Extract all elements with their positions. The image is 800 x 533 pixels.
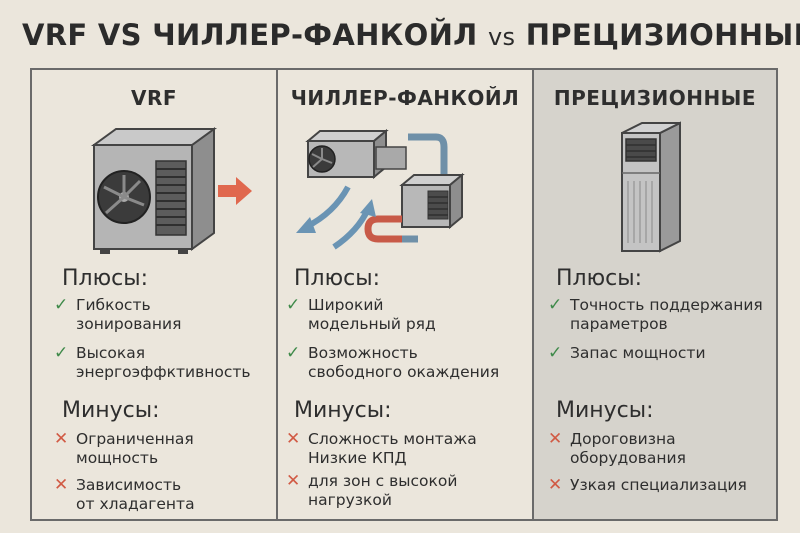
con-item: ✕ Узкая специализация (548, 475, 747, 495)
cross-icon: ✕ (548, 429, 563, 449)
pro-item: ✓ Запас мощности (548, 343, 706, 363)
pros-heading: Плюсы: (294, 266, 381, 291)
pros-heading: Плюсы: (556, 266, 643, 291)
pro-item: ✓ Гибкость зонирования (54, 295, 182, 334)
title-vs: vs (487, 23, 516, 51)
cross-icon: ✕ (286, 429, 301, 449)
checkmark-icon: ✓ (286, 295, 301, 315)
pros-heading: Плюсы: (62, 266, 149, 291)
con-item: ✕ для зон с высокой нагрузкой (286, 471, 458, 510)
checkmark-icon: ✓ (548, 295, 563, 315)
checkmark-icon: ✓ (54, 343, 69, 363)
column-title: VRF (130, 86, 178, 110)
chiller-fancoil-illustration (278, 115, 532, 255)
con-item: ✕ Ограниченная мощность (54, 429, 194, 468)
vrf-outdoor-unit-illustration (32, 115, 276, 255)
con-item: ✕ Зависимость от хладагента (54, 475, 195, 514)
column-chiller-fancoil: ЧИЛЛЕР-ФАНКОЙЛ (278, 70, 534, 519)
title-part2: ПРЕЦИЗИОННЫЕ (525, 18, 800, 52)
con-item: ✕ Дороговизна оборудования (548, 429, 686, 468)
column-precision: ПРЕЦИЗИОННЫЕ (534, 70, 776, 519)
page-title: VRF VS ЧИЛЛЕР-ФАНКОЙЛ vs ПРЕЦИЗИОННЫЕ (22, 18, 800, 52)
cons-heading: Минусы: (556, 398, 654, 423)
precision-cabinet-illustration (534, 115, 776, 255)
con-item: ✕ Сложность монтажа Низкие КПД (286, 429, 477, 468)
column-title: ПРЕЦИЗИОННЫЕ (553, 86, 757, 110)
checkmark-icon: ✓ (286, 343, 301, 363)
column-title: ЧИЛЛЕР-ФАНКОЙЛ (290, 86, 520, 110)
pro-item: ✓ Возможность свободного окаждения (286, 343, 500, 382)
cross-icon: ✕ (286, 471, 301, 491)
pro-item: ✓ Широкий модельный ряд (286, 295, 436, 334)
checkmark-icon: ✓ (548, 343, 563, 363)
checkmark-icon: ✓ (54, 295, 69, 315)
cross-icon: ✕ (54, 429, 69, 449)
cross-icon: ✕ (548, 475, 563, 495)
cross-icon: ✕ (54, 475, 69, 495)
column-vrf: VRF (32, 70, 278, 519)
comparison-table: VRF (30, 68, 778, 521)
title-part1: VRF VS ЧИЛЛЕР-ФАНКОЙЛ (22, 18, 478, 52)
pro-item: ✓ Точность поддержания параметров (548, 295, 763, 334)
cons-heading: Минусы: (62, 398, 160, 423)
cons-heading: Минусы: (294, 398, 392, 423)
pro-item: ✓ Высокая энергоэффктивность (54, 343, 251, 382)
